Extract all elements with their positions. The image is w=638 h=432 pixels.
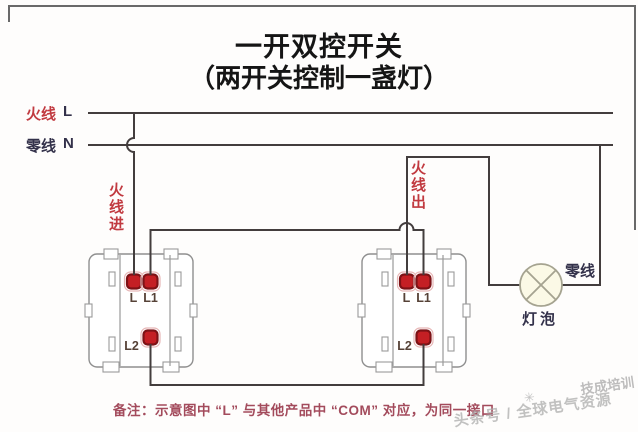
side-slot <box>462 303 471 318</box>
screw-slot <box>381 271 389 287</box>
mount-ear <box>435 361 453 373</box>
mount-ear <box>103 248 119 260</box>
live-bus-label: 火线 L <box>26 103 72 124</box>
switch-left-terminal-l-label: L <box>129 291 138 305</box>
mount-ear <box>375 361 393 373</box>
neutral-bus-label: 零线 N <box>26 135 74 156</box>
mount-ear <box>163 248 179 260</box>
terminal-l <box>398 273 416 290</box>
neutral-bus-code: N <box>63 135 74 152</box>
screw-slot <box>108 336 116 352</box>
mount-ear <box>162 361 180 373</box>
mount-ear <box>436 248 452 260</box>
screw-slot <box>108 271 116 287</box>
live-in-label: 火线进 <box>108 182 124 233</box>
screw-slot <box>174 336 182 352</box>
screw-slot <box>381 336 389 352</box>
page-title: 一开双控开关 <box>235 32 403 62</box>
switch-right-terminal-l2-label: L2 <box>397 339 412 353</box>
screw-slot <box>174 271 182 287</box>
switch-right-terminal-l-label: L <box>402 291 411 305</box>
side-slot <box>357 303 366 318</box>
wire-traveler-bottom <box>149 344 425 386</box>
lamp-icon <box>519 263 563 307</box>
side-slot <box>84 303 93 318</box>
switch-right-terminal-l1-label: L1 <box>416 291 431 305</box>
terminal-l1 <box>142 273 159 290</box>
switch-left <box>84 248 198 373</box>
live-bus-code: L <box>63 103 73 120</box>
switch-left-terminal-l2-label: L2 <box>124 339 139 353</box>
frame-border <box>8 5 636 230</box>
neutral-wire-label: 零线 <box>565 263 596 280</box>
wire-neutral-to-lamp <box>562 145 601 286</box>
switch-right <box>357 248 471 373</box>
lamp-cross <box>525 269 557 301</box>
neutral-bus-name: 零线 <box>26 138 57 155</box>
lamp-label: 灯泡 <box>522 311 559 328</box>
terminal-l2 <box>415 329 432 346</box>
mount-ear <box>102 361 120 373</box>
wire-live-in <box>126 113 135 275</box>
page-subtitle: （两开关控制一盏灯） <box>188 63 449 93</box>
terminal-l1 <box>415 273 432 290</box>
mount-ear <box>376 248 392 260</box>
terminal-l <box>125 273 143 290</box>
live-bus-name: 火线 <box>26 106 57 123</box>
switch-left-terminal-l1-label: L1 <box>143 291 158 305</box>
screw-slot <box>447 336 455 352</box>
wire-live-out <box>406 156 520 286</box>
note-text: 备注：示意图中 “L” 与其他产品中 “COM” 对应，为同一接口 <box>113 403 495 418</box>
terminal-l2 <box>142 329 159 346</box>
side-slot <box>189 303 198 318</box>
screw-slot <box>447 271 455 287</box>
live-out-label: 火线出 <box>410 160 426 211</box>
